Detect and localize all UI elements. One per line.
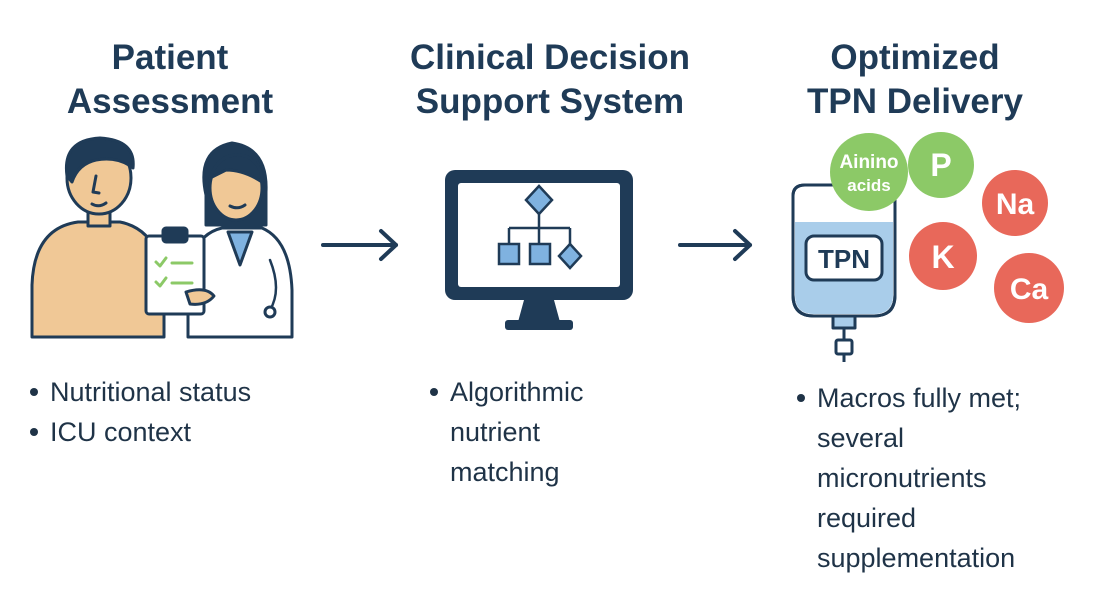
bullet-item: ICU context (28, 412, 328, 452)
doctor-icon (186, 141, 294, 339)
nutrient-amino-acids: Ainino acids (830, 133, 908, 211)
step-title-clinical-decision-support: Clinical Decision Support System (409, 38, 691, 121)
nutrient-amino-acids-line2: acids (847, 176, 890, 195)
bullet-item: Nutritional status (28, 372, 328, 412)
clipboard-icon (144, 226, 216, 316)
bullet-item: Algorithmic nutrient matching (428, 372, 688, 492)
tpn-delivery-bullets: Macros fully met; several micronutrients… (795, 378, 1085, 578)
nutrient-p: P (908, 132, 974, 198)
bullet-text: Algorithmic nutrient matching (450, 377, 584, 487)
right-arrow-icon (678, 229, 752, 261)
iv-bag-icon (791, 183, 897, 362)
decision-support-bullets: Algorithmic nutrient matching (428, 372, 688, 492)
flowchart-icon (497, 184, 583, 270)
bullet-text: Macros fully met; several micronutrients… (817, 383, 1022, 573)
bullet-item: Macros fully met; several micronutrients… (795, 378, 1085, 578)
right-arrow-icon (321, 229, 398, 261)
step-title-patient-assessment: Patient Assessment (66, 38, 274, 121)
nutrient-ca: Ca (994, 253, 1064, 323)
patient-icon (30, 136, 166, 339)
nutrient-k: K (909, 222, 977, 290)
patient-assessment-bullets: Nutritional status ICU context (28, 372, 328, 452)
nutrient-p-label: P (930, 147, 951, 183)
step-title-optimized-tpn-delivery: Optimized TPN Delivery (807, 38, 1023, 121)
nutrient-k-label: K (931, 239, 954, 275)
nutrient-na: Na (982, 170, 1048, 236)
nutrient-ca-label: Ca (1010, 273, 1049, 306)
nutrient-na-label: Na (996, 188, 1035, 221)
bullet-text: Nutritional status (50, 377, 252, 407)
tpn-bag-label: TPN (818, 244, 870, 274)
nutrient-amino-acids-line1: Ainino (839, 152, 898, 173)
bullet-text: ICU context (50, 417, 192, 447)
